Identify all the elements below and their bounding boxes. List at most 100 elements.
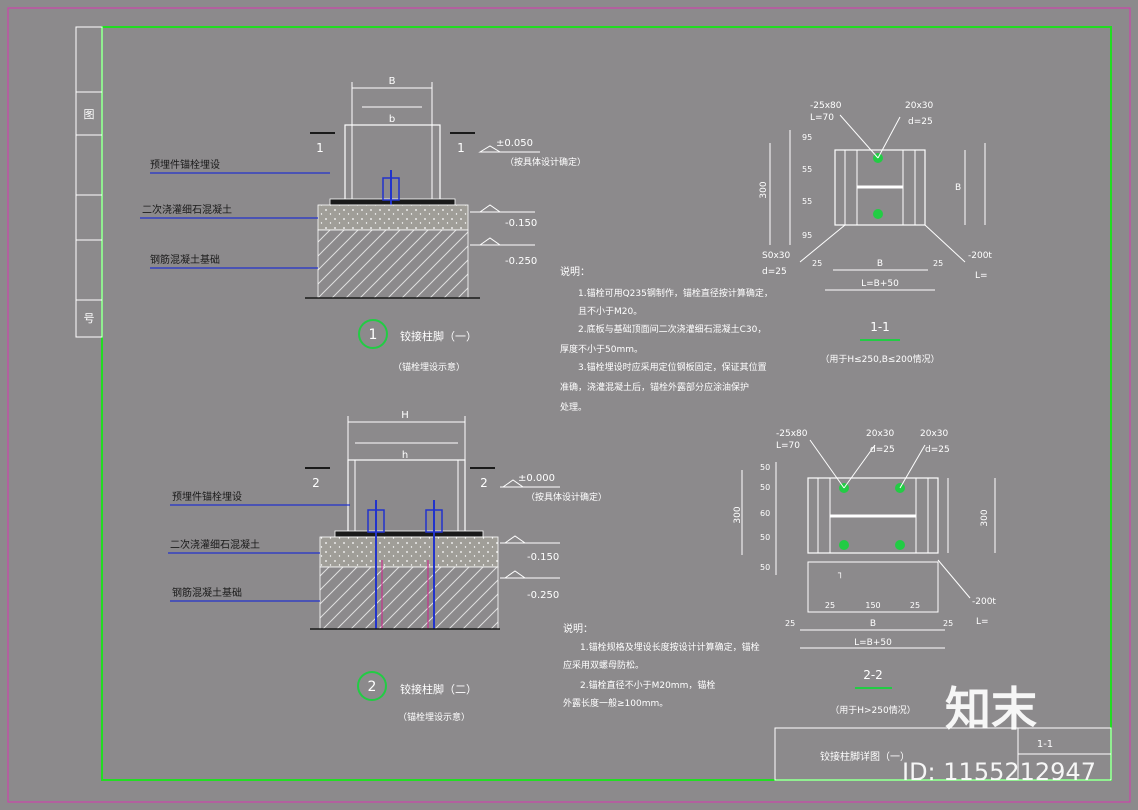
notes-heading: 说明： (563, 622, 593, 635)
watermark: 知末 ID: 1155212947 (902, 682, 1096, 786)
elev-note: （按具体设计确定） (526, 491, 607, 503)
notes-1: 说明： 1.锚栓可用Q235钢制作，锚栓直径按计算确定， 且不小于M20。 2.… (560, 265, 773, 413)
detail-number-circle (358, 319, 388, 349)
section-1-1: -25x80 L=70 20x30 d=25 S0x30 d=25 300 95… (759, 101, 992, 365)
plate-callout: -200t (968, 251, 992, 261)
callout: -25x80 (776, 429, 808, 439)
section-mark: 1 (457, 141, 465, 155)
anchor-hole (895, 540, 905, 550)
title-block-text: 铰接柱脚详图（一） (820, 750, 910, 763)
side-strip-cell: 图 (84, 108, 95, 121)
note-line: 2.底板与基础顶面间二次浇灌细石混凝土C30， (578, 323, 766, 335)
section-caption: （用于H≤250,B≤200情况） (820, 353, 939, 365)
callout: L=70 (776, 441, 800, 451)
dim-vert: 55 (802, 197, 812, 206)
dim-total: L=B+50 (854, 638, 892, 648)
plate-callout: L= (976, 617, 989, 627)
plan-base-plate (834, 149, 926, 226)
section-2-2: -25x80 L=70 20x30 d=25 20x30 d=25 300 50… (733, 429, 996, 716)
elev-bot: -0.250 (505, 256, 537, 267)
leader-label: 二次浇灌细石混凝土 (142, 203, 232, 216)
elev-mid: -0.150 (505, 218, 537, 229)
detail-title: 铰接柱脚（二） (400, 682, 477, 696)
leader-label: 二次浇灌细石混凝土 (170, 538, 260, 551)
dim-bottom-seg: 25 (825, 601, 835, 610)
callout: L=70 (810, 113, 834, 123)
dim-vert: 50 (760, 563, 770, 572)
side-strip-cell: 号 (84, 312, 95, 325)
dim-vert: 95 (802, 231, 812, 240)
section-mark: 2 (480, 476, 488, 490)
concrete-foundation (319, 566, 499, 630)
plan-base-plate (807, 477, 939, 554)
section-mark: 2 (312, 476, 320, 490)
watermark-brand: 知末 (945, 682, 1037, 736)
dim-left: 300 (733, 506, 743, 523)
stub-mark: ┐ (837, 569, 843, 579)
dim-bottom-seg: 150 (865, 601, 880, 610)
detail-1: B b 1 1 ±0.050 （按具体设计确定） -0.150 (140, 76, 586, 373)
elevation-marks: ±0.050 （按具体设计确定） -0.150 -0.250 (470, 138, 586, 267)
dim-vert: 60 (760, 509, 770, 518)
leader-label: 预埋件锚栓埋设 (172, 490, 242, 503)
dim-side: 25 (812, 259, 822, 268)
note-line: 准确，浇灌混凝土后，锚栓外露部分应涂油保护 (560, 381, 749, 393)
dim-total: L=B+50 (861, 279, 899, 289)
section-caption: （用于H>250情况） (830, 704, 916, 716)
callout: 20x30 (905, 101, 934, 111)
detail-subtitle: （锚栓埋设示意） (398, 711, 470, 723)
dim-bottom: B (877, 259, 883, 269)
notes-2: 说明： 1.锚栓规格及埋设长度按设计计算确定，锚栓 应采用双螺母防松。 2.锚栓… (563, 622, 760, 709)
note-line: 2.锚栓直径不小于M20mm，锚栓 (580, 679, 715, 691)
dim-right: B (955, 183, 961, 193)
drawing-frame (101, 26, 1112, 781)
note-line: 外露长度一般≥100mm。 (563, 697, 668, 709)
detail-subtitle: （锚栓埋设示意） (393, 361, 465, 373)
detail-number: 1 (369, 327, 378, 343)
dim-side: 25 (943, 619, 953, 628)
callout: 20x30 (920, 429, 949, 439)
dim-bottom-seg: 25 (910, 601, 920, 610)
grout-layer (319, 536, 499, 568)
section-mark: 1 (316, 141, 324, 155)
elev-bot: -0.250 (527, 590, 559, 601)
dim-vert: 50 (760, 463, 770, 472)
detail-number: 2 (368, 679, 377, 695)
dim-vert: 50 (760, 483, 770, 492)
callout: S0x30 (762, 251, 790, 261)
elev-mid: -0.150 (527, 552, 559, 563)
grout-layer (317, 204, 469, 231)
dim-side: 25 (933, 259, 943, 268)
notes-heading: 说明： (560, 265, 590, 278)
elevation-marks: ±0.000 （按具体设计确定） -0.150 -0.250 (500, 473, 607, 601)
dim-vert: 95 (802, 133, 812, 142)
dim-vert: 50 (760, 533, 770, 542)
leader-label: 钢筋混凝土基础 (172, 586, 242, 599)
base-plate (334, 530, 484, 538)
dim-b: b (389, 114, 395, 125)
anchor-hole (873, 209, 883, 219)
plate-callout: -200t (972, 597, 996, 607)
dim-vert: 55 (802, 165, 812, 174)
detail-2: H h 2 2 ±0.000 （按具体设计确定） -0.150 -0.250 (168, 410, 607, 723)
note-line: 且不小于M20。 (578, 306, 642, 317)
dim-H: H (401, 410, 409, 421)
dim-h: h (402, 450, 408, 461)
dim-bottom: B (870, 619, 876, 629)
outer-border (7, 7, 1131, 803)
elev-note: （按具体设计确定） (505, 156, 586, 168)
callout: d=25 (762, 267, 787, 277)
elev-top: ±0.050 (496, 138, 533, 149)
note-line: 处理。 (560, 401, 587, 413)
side-strip: 图 号 (75, 26, 103, 338)
anchor-hole (839, 540, 849, 550)
dim-left: 300 (759, 181, 769, 198)
note-line: 厚度不小于50mm。 (560, 343, 643, 355)
dim-B: B (389, 76, 396, 87)
concrete-foundation (317, 229, 469, 299)
steel-column (347, 459, 466, 533)
note-line: 应采用双螺母防松。 (563, 659, 644, 671)
section-title: 1-1 (870, 320, 890, 334)
dim-right: 300 (980, 509, 990, 526)
